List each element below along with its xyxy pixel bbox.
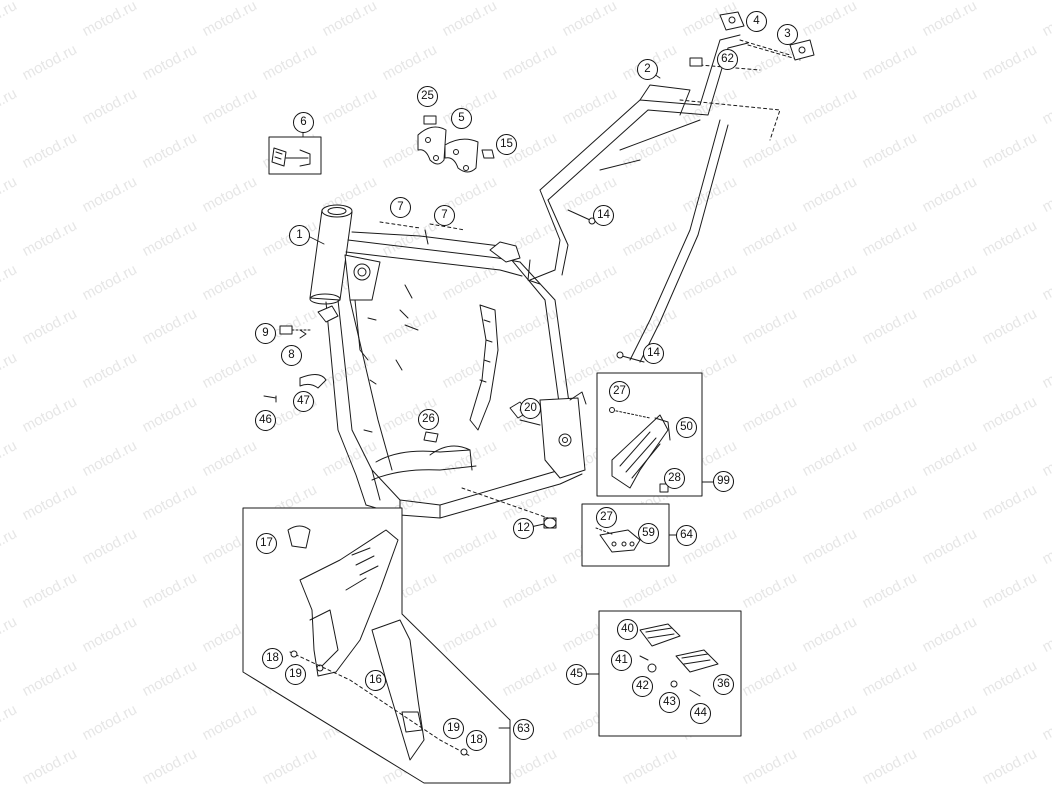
callout-12: 12 bbox=[513, 518, 534, 539]
callout-8: 8 bbox=[281, 345, 302, 366]
callout-27b: 27 bbox=[596, 507, 617, 528]
left-small-parts bbox=[263, 305, 339, 403]
callout-43: 43 bbox=[659, 692, 680, 713]
callout-63: 63 bbox=[513, 719, 534, 740]
callout-27a: 27 bbox=[609, 381, 630, 402]
callout-16: 16 bbox=[365, 670, 386, 691]
callout-50: 50 bbox=[676, 417, 697, 438]
callout-46: 46 bbox=[255, 410, 276, 431]
callout-25: 25 bbox=[417, 86, 438, 107]
callout-7a: 7 bbox=[390, 197, 411, 218]
callout-9: 9 bbox=[255, 323, 276, 344]
box-63 bbox=[242, 507, 511, 784]
callout-3: 3 bbox=[777, 24, 798, 45]
callout-47: 47 bbox=[293, 391, 314, 412]
callout-14a: 14 bbox=[593, 205, 614, 226]
callout-20: 20 bbox=[520, 398, 541, 419]
callout-14b: 14 bbox=[643, 343, 664, 364]
callout-19a: 19 bbox=[285, 664, 306, 685]
callout-15: 15 bbox=[496, 134, 517, 155]
callout-36: 36 bbox=[713, 674, 734, 695]
callout-59: 59 bbox=[638, 523, 659, 544]
callout-6: 6 bbox=[293, 112, 314, 133]
callout-40: 40 bbox=[617, 619, 638, 640]
callout-41: 41 bbox=[611, 650, 632, 671]
callout-4: 4 bbox=[746, 11, 767, 32]
callout-17: 17 bbox=[256, 533, 277, 554]
callout-1: 1 bbox=[289, 225, 310, 246]
callout-18a: 18 bbox=[262, 648, 283, 669]
callout-28: 28 bbox=[664, 468, 685, 489]
callout-62: 62 bbox=[717, 49, 738, 70]
callout-42: 42 bbox=[632, 676, 653, 697]
rear-subframe bbox=[527, 11, 815, 363]
callout-19b: 19 bbox=[443, 718, 464, 739]
callout-44: 44 bbox=[690, 703, 711, 724]
callout-64: 64 bbox=[676, 525, 697, 546]
callout-99: 99 bbox=[713, 471, 734, 492]
callout-45: 45 bbox=[566, 664, 587, 685]
callout-18b: 18 bbox=[466, 730, 487, 751]
main-frame bbox=[309, 204, 587, 519]
callout-5: 5 bbox=[451, 108, 472, 129]
small-parts-top bbox=[379, 115, 495, 231]
callout-7b: 7 bbox=[434, 205, 455, 226]
part6-box bbox=[268, 136, 322, 175]
callout-2: 2 bbox=[637, 59, 658, 80]
callout-26: 26 bbox=[418, 409, 439, 430]
